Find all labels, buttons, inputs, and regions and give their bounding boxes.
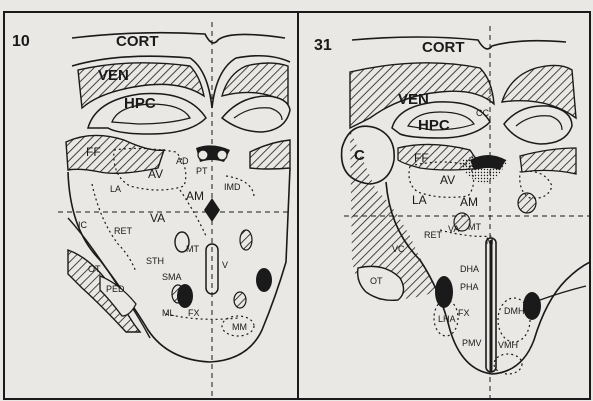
label-vc: VC — [392, 244, 405, 254]
label-cort: CORT — [422, 39, 465, 56]
label-imd: IMD — [224, 182, 241, 192]
label-ret: RET — [424, 230, 443, 240]
label-c: C — [354, 147, 365, 164]
label-am: AM — [460, 195, 478, 209]
label-ped: PED — [106, 284, 125, 294]
cortex-outline — [72, 33, 285, 43]
label-lha: LHA — [438, 314, 456, 324]
panel-number: 31 — [314, 37, 332, 54]
midline-diamond — [204, 198, 220, 222]
pt-marker — [198, 150, 208, 160]
label-vmh: VMH — [498, 340, 518, 350]
label-cc: CC — [476, 108, 489, 118]
dmh-black-nucleus — [523, 292, 541, 320]
sma-nucleus — [177, 284, 193, 308]
label-ret: RET — [114, 226, 133, 236]
label-sma: SMA — [162, 272, 182, 282]
mt-31-right — [518, 193, 536, 213]
label-fx: FX — [188, 308, 200, 318]
label-pt: PT — [196, 166, 208, 176]
label-am: AM — [186, 189, 204, 203]
label-ml: ML — [162, 308, 175, 318]
label-v: V — [222, 260, 228, 270]
label-mt: MT — [186, 244, 199, 254]
label-m: M — [486, 236, 494, 246]
label-hpc: HPC — [124, 95, 156, 112]
label-sth: STH — [146, 256, 164, 266]
label-dmh: DMH — [504, 306, 525, 316]
pt-marker-2 — [217, 150, 227, 160]
label-ad: AD — [176, 156, 189, 166]
thalamus-outline — [68, 168, 290, 362]
fimbria-right — [250, 140, 290, 169]
label-av: AV — [148, 167, 163, 181]
panel-31: 31 — [314, 26, 590, 398]
panel-number: 10 — [12, 33, 30, 50]
label-ff: FF — [86, 145, 101, 159]
label-va: VA — [448, 224, 459, 234]
label-ff: FF — [414, 151, 429, 165]
label-hpc: HPC — [418, 117, 450, 134]
hippocampus-31-right — [504, 106, 572, 144]
label-la: LA — [110, 184, 121, 194]
label-la: LA — [412, 193, 427, 207]
label-va: VA — [150, 211, 165, 225]
label-mm: MM — [232, 322, 247, 332]
mt-tract-right — [240, 230, 252, 250]
label-ic: IC — [78, 220, 88, 230]
lateral-nucleus-right — [256, 268, 272, 292]
fimbria-31-right — [520, 148, 576, 174]
label-ven: VEN — [98, 67, 129, 84]
label-dha: DHA — [460, 264, 479, 274]
label-ot: OT — [370, 276, 383, 286]
pha-black-nucleus — [435, 276, 453, 308]
label-ven: VEN — [398, 91, 429, 108]
label-mt: MT — [468, 222, 481, 232]
fornix-right-hatch — [234, 292, 246, 308]
label-ot: OT — [88, 264, 101, 274]
label-av: AV — [440, 173, 455, 187]
label-fx: FX — [458, 308, 470, 318]
label-cort: CORT — [116, 33, 159, 50]
label-pha: PHA — [460, 282, 479, 292]
label-pmv: PMV — [462, 338, 482, 348]
right-contour-31 — [540, 286, 586, 300]
panel-10: 10 — [12, 22, 292, 398]
